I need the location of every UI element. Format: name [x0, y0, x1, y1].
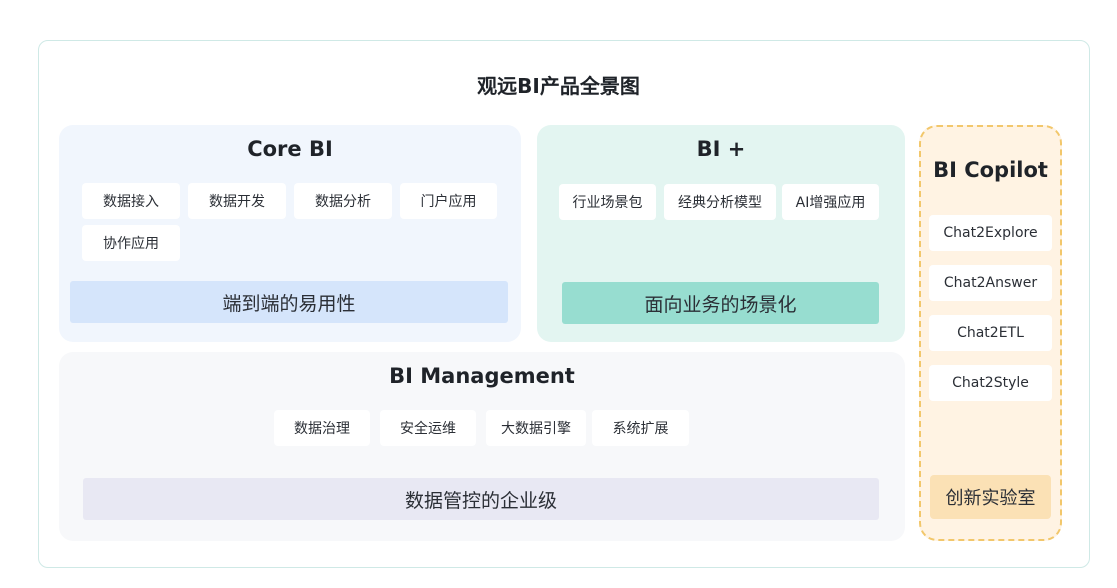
- bi-plus-title: BI +: [696, 137, 746, 161]
- core-module-data-ingest: 数据接入: [82, 183, 180, 219]
- page-title: 观远BI产品全景图: [477, 74, 640, 98]
- core-bi-tagline: 端到端的易用性: [70, 281, 508, 323]
- bi-copilot-panel: BI Copilot Chat2Explore Chat2Answer Chat…: [919, 125, 1062, 541]
- plus-module-industry-pack: 行业场景包: [559, 184, 656, 220]
- core-module-collab-app: 协作应用: [82, 225, 180, 261]
- bi-plus-tagline: 面向业务的场景化: [562, 282, 879, 324]
- core-module-portal-app: 门户应用: [400, 183, 497, 219]
- copilot-chat2style: Chat2Style: [929, 365, 1052, 401]
- mgmt-module-security-ops: 安全运维: [380, 410, 476, 446]
- mgmt-module-bigdata-engine: 大数据引擎: [486, 410, 586, 446]
- core-module-data-analysis: 数据分析: [294, 183, 392, 219]
- core-module-data-dev: 数据开发: [188, 183, 286, 219]
- core-bi-title: Core BI: [247, 137, 333, 161]
- copilot-chat2explore: Chat2Explore: [929, 215, 1052, 251]
- copilot-chat2answer: Chat2Answer: [929, 265, 1052, 301]
- bi-management-title: BI Management: [389, 364, 575, 388]
- bi-plus-panel: BI + 行业场景包 经典分析模型 AI增强应用 面向业务的场景化: [537, 125, 905, 342]
- mgmt-module-system-extension: 系统扩展: [592, 410, 689, 446]
- bi-management-panel: BI Management 数据治理 安全运维 大数据引擎 系统扩展 数据管控的…: [59, 352, 905, 541]
- bi-management-tagline: 数据管控的企业级: [83, 478, 879, 520]
- bi-copilot-title: BI Copilot: [933, 158, 1048, 182]
- copilot-chat2etl: Chat2ETL: [929, 315, 1052, 351]
- innovation-lab-badge: 创新实验室: [930, 475, 1051, 519]
- mgmt-module-governance: 数据治理: [274, 410, 370, 446]
- core-bi-panel: Core BI 数据接入 数据开发 数据分析 门户应用 协作应用 端到端的易用性: [59, 125, 521, 342]
- plus-module-ai-app: AI增强应用: [782, 184, 879, 220]
- plus-module-classic-model: 经典分析模型: [664, 184, 776, 220]
